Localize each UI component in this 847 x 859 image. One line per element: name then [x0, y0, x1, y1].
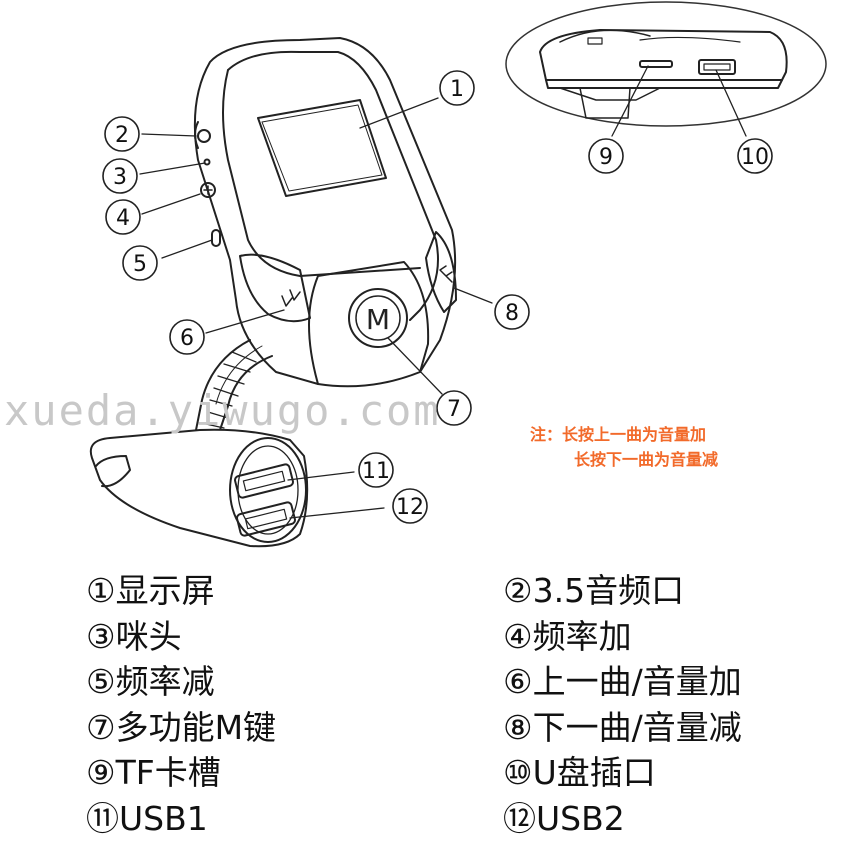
prev-button-shape	[239, 253, 311, 323]
usage-note-line2: 长按下一曲为音量减	[574, 450, 719, 469]
callout-3: 3	[102, 158, 138, 194]
legend-right: ②3.5音频口 ④频率加 ⑥上一曲/音量加 ⑧下一曲/音量减 ⑩U盘插口 ⑫US…	[503, 568, 742, 841]
legend-item: ①显示屏	[86, 571, 215, 610]
callout-9: 9	[588, 138, 624, 174]
freq-down-button-shape	[211, 229, 221, 247]
display-screen	[257, 99, 387, 197]
mic-hole	[203, 158, 211, 166]
callout-7: 7	[436, 390, 472, 426]
callout-6: 6	[169, 319, 205, 355]
legend-item: ③咪头	[86, 616, 182, 656]
callout-circle	[439, 70, 475, 106]
callout-number: 2	[115, 123, 129, 148]
callout-2: 2	[104, 116, 140, 152]
callout-8: 8	[494, 294, 530, 330]
callout-12: 12	[392, 488, 428, 524]
callout-circle	[102, 158, 138, 194]
tf-slot-shape	[639, 60, 673, 68]
legend-item: ④频率加	[503, 616, 632, 656]
legend-item: ⑫USB2	[503, 798, 625, 838]
legend-left: ①显示屏 ③咪头 ⑤频率减 ⑦多功能M键 ⑨TF卡槽 ⑪USB1	[86, 568, 276, 841]
audio-jack-port	[197, 129, 211, 143]
callout-circle	[436, 390, 472, 426]
callout-number: 3	[113, 165, 127, 190]
callout-10: 10	[737, 138, 773, 174]
callout-11: 11	[358, 452, 394, 488]
callout-number: 4	[116, 206, 130, 231]
legend-item: ⑧下一曲/音量减	[503, 707, 742, 747]
callout-number: 6	[180, 326, 194, 351]
m-button-shape	[348, 288, 408, 348]
legend-item: ⑪USB1	[86, 798, 208, 838]
legend-item: ⑤频率减	[86, 662, 215, 701]
inset-bottom-view	[505, 1, 827, 127]
callout-number: 7	[447, 397, 461, 422]
callout-circle	[737, 138, 773, 174]
next-button-shape	[425, 231, 457, 313]
callout-circle	[588, 138, 624, 174]
gooseneck	[195, 339, 273, 437]
callout-circle	[104, 116, 140, 152]
usb1-port	[234, 463, 294, 499]
callout-number: 12	[396, 495, 424, 520]
callout-circle	[494, 294, 530, 330]
callout-circle	[358, 452, 394, 488]
watermark: xueda.yiwugo.com	[4, 386, 441, 435]
m-button-label: M	[366, 303, 390, 336]
callout-number: 11	[362, 459, 390, 484]
callout-number: 10	[741, 145, 769, 170]
freq-up-button-shape	[200, 182, 216, 198]
callout-circle	[105, 199, 141, 235]
usage-note-line1: 注：长按上一曲为音量加	[530, 425, 707, 444]
callout-number: 5	[133, 252, 147, 277]
usb2-port	[236, 501, 296, 537]
callout-circle	[169, 319, 205, 355]
callout-number: 1	[450, 77, 464, 102]
device-head	[193, 37, 457, 388]
legend-item: ②3.5音频口	[503, 571, 685, 610]
callout-number: 9	[599, 145, 613, 170]
callout-circle	[122, 245, 158, 281]
callout-4: 4	[105, 199, 141, 235]
legend-item: ⑦多功能M键	[86, 707, 277, 747]
callout-circle	[392, 488, 428, 524]
leader-lines	[139, 65, 747, 519]
legend-item: ⑥上一曲/音量加	[503, 662, 742, 701]
usage-note: 注：长按上一曲为音量加 长按下一曲为音量减	[530, 422, 718, 472]
callout-number: 8	[505, 301, 519, 326]
callout-1: 1	[439, 70, 475, 106]
car-plug	[89, 428, 309, 548]
callout-5: 5	[122, 245, 158, 281]
legend-item: ⑩U盘插口	[503, 753, 656, 792]
legend-item: ⑨TF卡槽	[86, 753, 221, 792]
usb-port-inset	[698, 59, 736, 75]
